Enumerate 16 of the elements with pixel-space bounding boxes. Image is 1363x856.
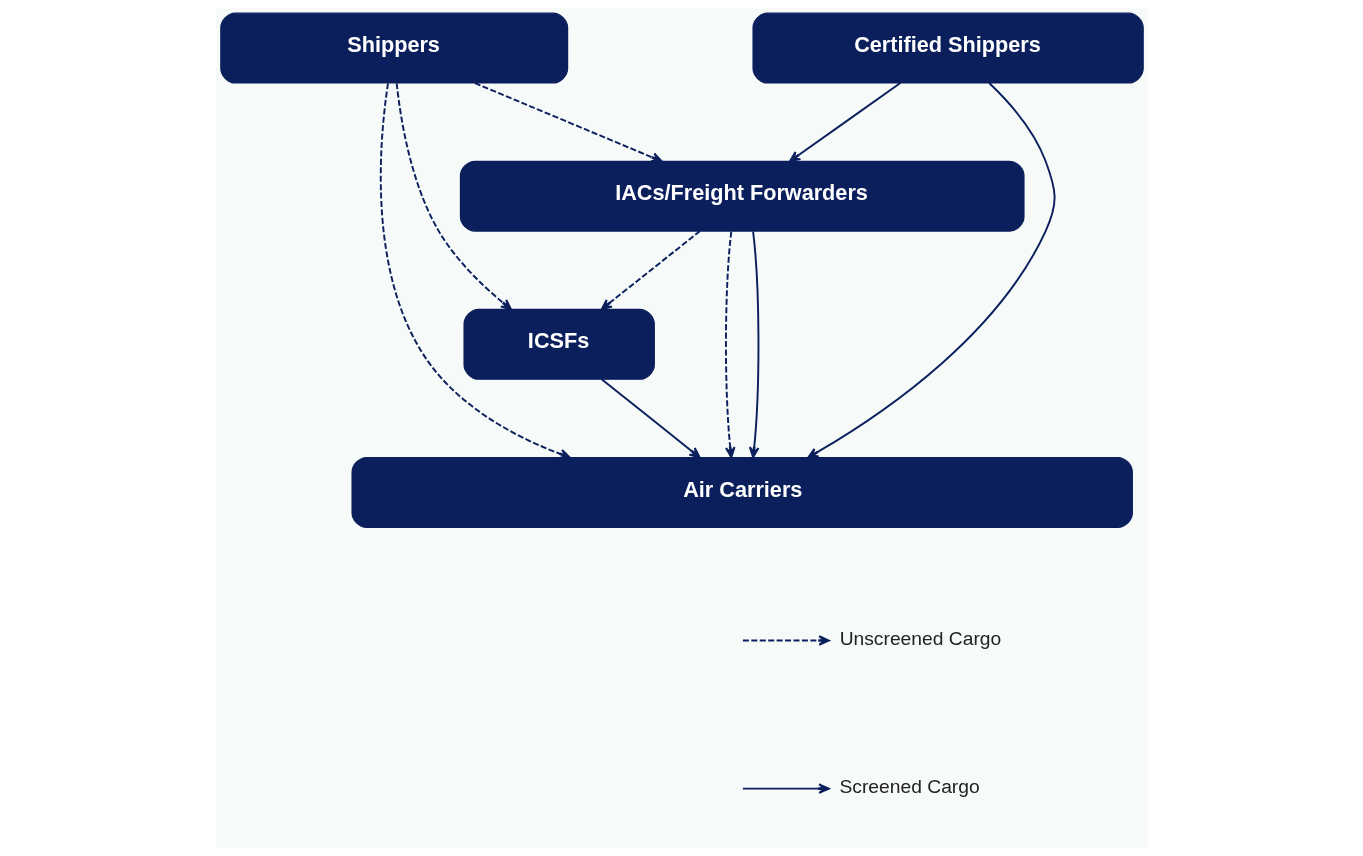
node-box: Air Carriers [350,456,1133,528]
node-box: Certified Shippers [751,12,1144,84]
node-box: IACs/Freight Forwarders [459,160,1025,232]
legend-label: Screened Cargo [838,776,980,798]
arrow [600,378,701,459]
node-box: ICSFs [462,308,655,380]
arrow [724,230,735,459]
arrow [379,82,571,460]
arrow [806,82,1056,459]
arrow [788,82,901,163]
legend-label: Unscreened Cargo [839,628,1001,650]
arrow [473,82,663,163]
arrow [748,230,759,459]
node-box: Shippers [219,12,568,84]
arrow [600,230,701,311]
arrow [395,82,512,311]
